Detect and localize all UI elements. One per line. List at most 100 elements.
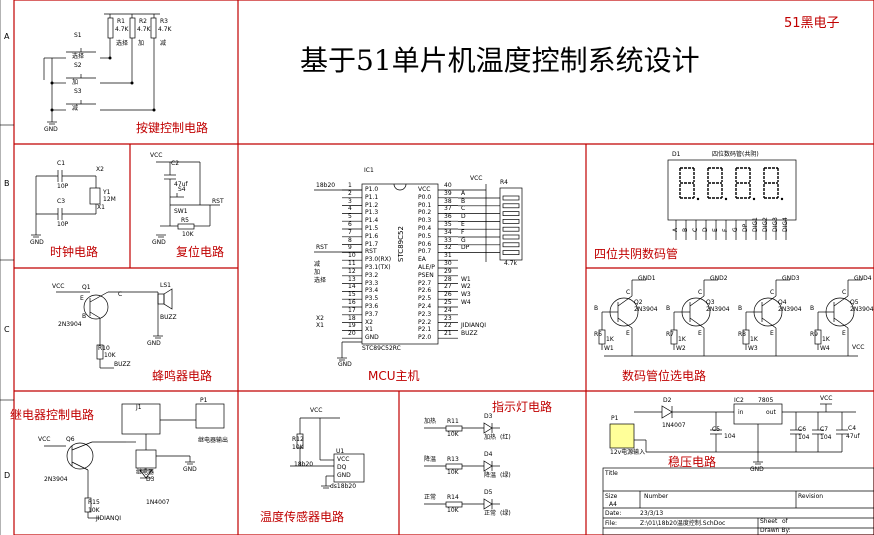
freq-label: 12M <box>103 196 116 203</box>
c2-value: 47uf <box>174 181 188 188</box>
page-title: 基于51单片机温度控制系统设计 <box>300 44 700 77</box>
row-label-b: B <box>4 179 10 188</box>
mcu-right-pin-15: P2.5 <box>418 295 432 303</box>
r2-note: 加 <box>138 40 145 47</box>
tb-title-label: Title <box>605 470 618 477</box>
digit-e-label-3: E <box>770 330 774 337</box>
display-digit-4 <box>763 167 779 199</box>
mcu-right-pin-14: P2.6 <box>418 287 432 295</box>
reg-gnd: GND <box>750 466 764 473</box>
mcu-right-net-7: F <box>461 228 465 236</box>
s2-label: S2 <box>74 62 82 69</box>
display-pin-label-3: C <box>692 227 699 232</box>
mcu-left-pin-3: P1.2 <box>365 201 379 209</box>
display-dp-2 <box>724 197 728 201</box>
reset-circuit <box>156 161 220 238</box>
mcu-right-pin-num-8: 33 <box>444 236 452 244</box>
mcu-gnd: GND <box>338 361 352 368</box>
temp-vcc: VCC <box>310 407 323 414</box>
margin-ticks <box>0 0 14 535</box>
mcu-left-pin-7: P1.6 <box>365 232 379 240</box>
q1-part: 2N3904 <box>58 321 82 328</box>
mcu-left-pin-num-1: 1 <box>348 182 352 189</box>
mcu-left-pin-4: P1.3 <box>365 209 379 217</box>
indicator-r-label-1: R11 <box>447 418 459 425</box>
section-buzzer-label: 蜂鸣器电路 <box>152 369 213 383</box>
row-label-d: D <box>4 471 11 480</box>
display-symbol <box>667 159 797 221</box>
r1-label: R1 <box>117 18 125 25</box>
mcu-left-pin-num-13: 13 <box>348 275 356 283</box>
mcu-left-net-19: X1 <box>316 322 324 330</box>
display-pins <box>675 220 787 240</box>
display-pin-label-4: D <box>702 227 709 232</box>
r15-value: 10K <box>88 507 100 514</box>
mcu-part: STC89C52 <box>397 226 405 262</box>
mcu-right-net-19: JIDIANQI <box>461 322 487 330</box>
row-label-a: A <box>4 32 10 41</box>
clock-circuit <box>31 170 101 238</box>
relay-out: 继电器输出 <box>198 437 229 444</box>
mcu-right-pin-num-18: 23 <box>444 314 452 322</box>
digit-gnd-label-2: GND2 <box>710 275 728 282</box>
mcu-vcc: VCC <box>470 175 483 182</box>
mcu-right-pin-num-15: 26 <box>444 291 452 299</box>
s1-label: S1 <box>74 32 82 39</box>
keys-gnd: GND <box>44 126 58 133</box>
c5-label: C5 <box>712 426 721 433</box>
mcu-right-net-2: A <box>461 189 466 197</box>
d2-label: D2 <box>663 397 672 404</box>
temp-net: 18b20 <box>294 461 314 468</box>
relay-circuit <box>44 403 225 519</box>
mcu-left-pin-num-6: 6 <box>348 221 352 228</box>
digit-e-label-4: E <box>842 330 846 337</box>
d3-label: D3 <box>146 476 155 483</box>
c6-value: 104 <box>798 434 810 441</box>
keys-dots <box>50 56 156 112</box>
digit-q-part-5: 2N3904 <box>850 306 874 313</box>
mcu-left-pin-num-19: 19 <box>348 322 356 330</box>
transistor-collector <box>761 295 777 307</box>
p1-label: P1 <box>200 397 208 404</box>
digit-q-part-3: 2N3904 <box>706 306 730 313</box>
temp-pin-vcc: VCC <box>337 456 350 463</box>
r1-note: 选择 <box>116 40 129 47</box>
mcu-left-net-18: X2 <box>316 314 324 322</box>
relay-vcc: VCC <box>38 436 51 443</box>
display-digit-2 <box>707 167 723 199</box>
tb-revision-label: Revision <box>798 493 824 500</box>
transistor-emitter <box>617 317 633 329</box>
display-pin-label-6: F <box>722 228 729 232</box>
mcu-right-net-13: W1 <box>461 275 471 283</box>
display-pin-label-2: B <box>682 227 689 232</box>
digit-b-label-1: B <box>594 305 599 312</box>
r12-value: 10K <box>292 444 304 451</box>
buzzer-b: B <box>82 313 87 320</box>
display-pin-label-1: A <box>672 227 679 232</box>
ic2-part: 7805 <box>758 397 774 404</box>
c6-label: C6 <box>798 426 807 433</box>
ic2-in: in <box>738 409 744 416</box>
r10-label: R10 <box>98 345 110 352</box>
display-pin-label-10: DIG2 <box>762 217 769 232</box>
mcu-left-pin-num-12: 12 <box>348 267 356 275</box>
mcu-pin-lines <box>342 189 458 339</box>
indicator-note-2: 降温 <box>424 456 437 463</box>
r4-element <box>502 226 520 232</box>
mcu-right-net-5: D <box>461 213 466 221</box>
digit-q-part-4: 2N3904 <box>778 306 802 313</box>
buzzer-net: BUZZ <box>114 361 131 368</box>
display-dp-3 <box>752 197 756 201</box>
mcu-right-pin-13: P2.7 <box>418 279 432 287</box>
mcu-right-pin-num-1: 40 <box>444 182 452 189</box>
r4-element <box>502 203 520 209</box>
mcu-right-pin-num-5: 36 <box>444 213 452 221</box>
display-digits <box>679 167 784 201</box>
mcu-left-pin-num-7: 7 <box>348 228 352 236</box>
indicator-circuit <box>424 422 500 510</box>
c4-value: 47uf <box>846 433 860 440</box>
temp-part: ds18b20 <box>330 483 357 490</box>
mcu-left-pin-1: P1.0 <box>365 186 379 193</box>
indicator-note-3: 正常 <box>424 494 437 501</box>
